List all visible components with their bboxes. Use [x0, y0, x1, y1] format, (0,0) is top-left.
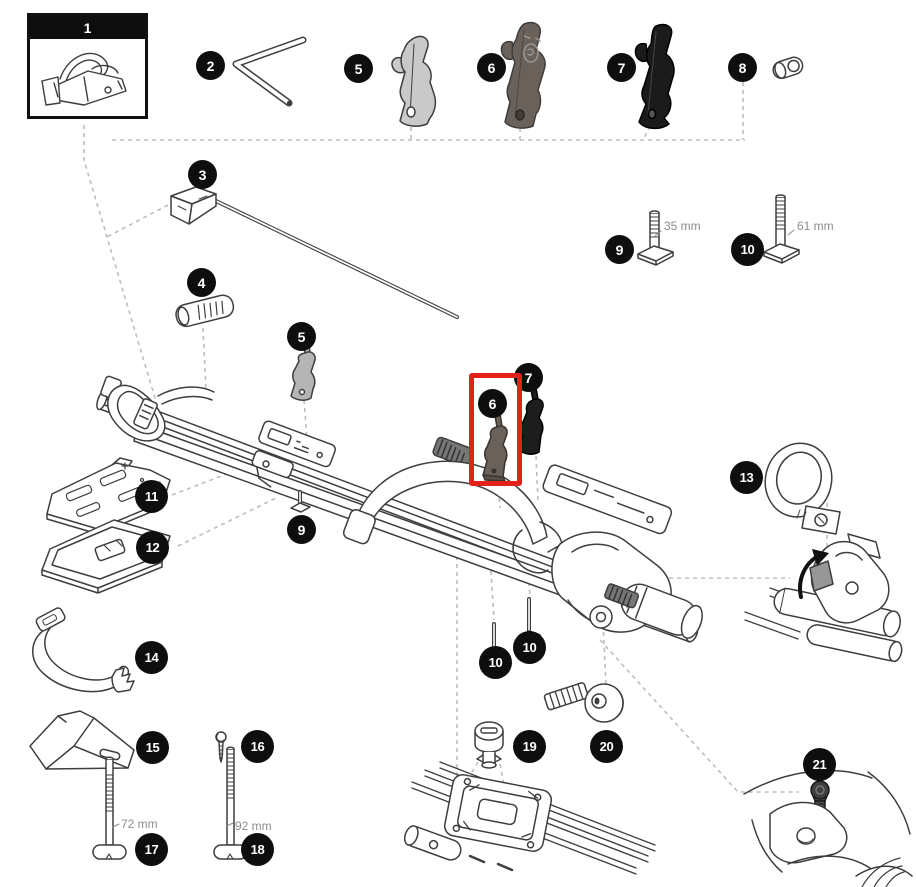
part-badge-4[interactable]: 4	[187, 268, 216, 297]
part-badge-7-top[interactable]: 7	[607, 53, 636, 82]
part-10-right-drawing	[763, 194, 800, 264]
dimension-label-bolt-18: 92 mm	[235, 819, 272, 833]
part-9-right-drawing	[637, 210, 674, 266]
part-16-drawing	[215, 731, 227, 763]
part-15-drawing	[29, 710, 135, 770]
part-badge-10-right[interactable]: 10	[731, 233, 764, 266]
part-badge-6-top[interactable]: 6	[477, 53, 506, 82]
part-badge-20[interactable]: 20	[590, 730, 623, 763]
part-3-cable-drawing	[170, 186, 459, 319]
dimension-label-bolt-9: 35 mm	[664, 219, 701, 233]
part-badge-2[interactable]: 2	[196, 51, 225, 80]
part-badge-6-mid[interactable]: 6	[478, 389, 507, 418]
part-5-top-drawing	[391, 35, 437, 127]
dimension-label-bolt-10: 61 mm	[797, 219, 834, 233]
main-rail-assembly	[96, 375, 703, 643]
frame-bracket-assembly	[743, 769, 913, 887]
part-badge-10-mid-right[interactable]: 10	[513, 631, 546, 664]
part-badge-12[interactable]: 12	[136, 531, 169, 564]
inset-part-number-label: 1	[30, 16, 145, 39]
part-badge-3[interactable]: 3	[188, 160, 217, 189]
part-4-drawing	[175, 294, 235, 328]
part-14-drawing	[32, 607, 135, 693]
part-7-top-drawing	[634, 23, 675, 130]
dimension-label-bolt-17: 72 mm	[121, 817, 158, 831]
part-badge-8[interactable]: 8	[728, 53, 757, 82]
part-badge-17[interactable]: 17	[135, 833, 168, 866]
part-9-mid-drawing	[290, 490, 311, 513]
part-2-hex-key-drawing	[232, 36, 307, 107]
part-badge-19[interactable]: 19	[513, 730, 546, 763]
selected-part-highlight	[469, 373, 522, 486]
part-badge-11[interactable]: 11	[135, 480, 168, 513]
part-1-drawing	[41, 52, 127, 106]
part-badge-5-top[interactable]: 5	[344, 54, 373, 83]
part-badge-9-mid[interactable]: 9	[287, 515, 316, 544]
part-badge-16[interactable]: 16	[241, 730, 274, 763]
part-19-drawing	[474, 721, 504, 769]
part-17-drawing	[92, 756, 127, 860]
part-badge-15[interactable]: 15	[136, 731, 169, 764]
part-badge-21[interactable]: 21	[803, 748, 836, 781]
adapter-plate-assembly	[403, 761, 656, 875]
part-badge-18[interactable]: 18	[241, 833, 274, 866]
dimension-leader-ticks	[112, 229, 795, 828]
part-badge-13[interactable]: 13	[730, 461, 763, 494]
inset-box-part-1[interactable]: 1	[27, 13, 148, 119]
part-6-mid-drawing	[482, 413, 508, 482]
rack-arm-assembly	[744, 533, 903, 663]
part-20-drawing	[543, 682, 624, 723]
part-8-drawing	[772, 56, 804, 80]
part-badge-5-mid[interactable]: 5	[287, 322, 316, 351]
part-7-mid-drawing	[518, 387, 544, 455]
part-12-drawing	[41, 519, 171, 594]
part-badge-9-right[interactable]: 9	[605, 235, 634, 264]
part-badge-10-mid-left[interactable]: 10	[479, 646, 512, 679]
part-badge-14[interactable]: 14	[135, 641, 168, 674]
part-6-top-drawing	[500, 21, 546, 129]
part-13-drawing	[764, 442, 841, 535]
